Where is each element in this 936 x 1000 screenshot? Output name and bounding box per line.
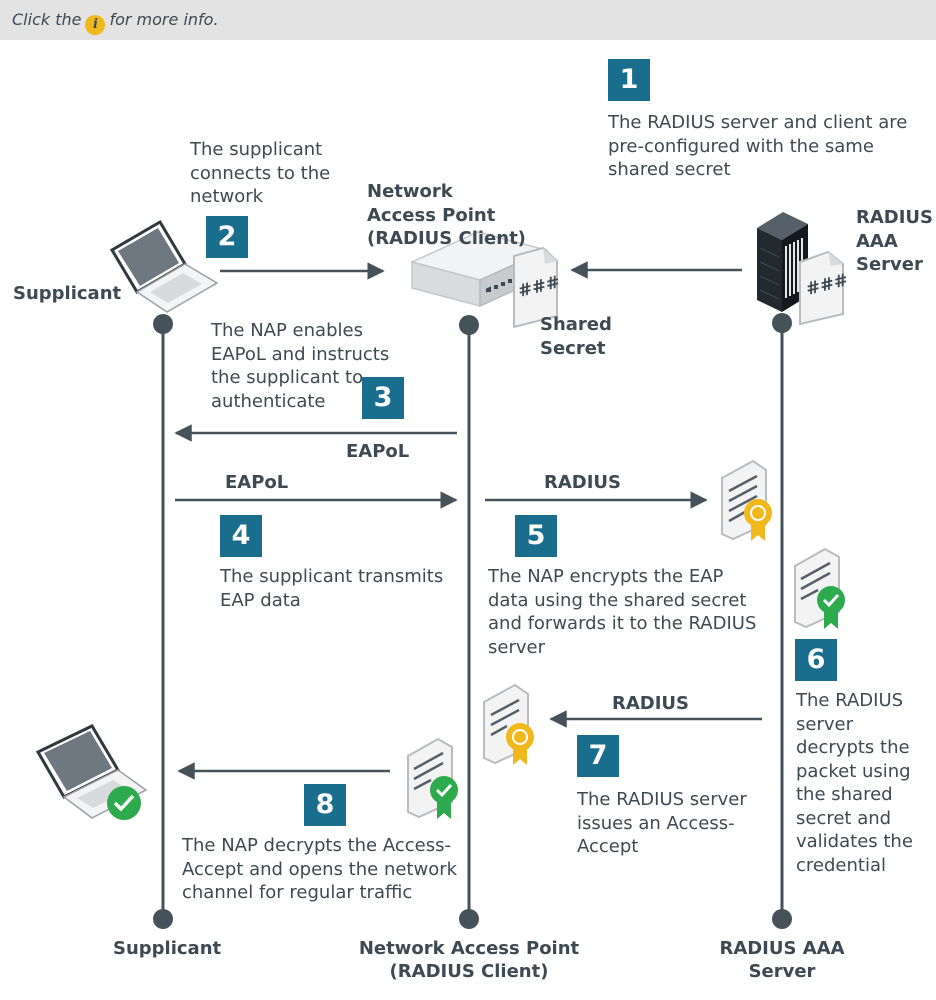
nap-label-top: Network Access Point (RADIUS Client) bbox=[367, 181, 526, 249]
hint-before: Click the bbox=[12, 10, 82, 29]
certificate-gold-icon bbox=[721, 459, 772, 541]
radius-server-label-bottom-1: RADIUS AAA bbox=[719, 938, 845, 959]
step-8-badge[interactable]: 8 bbox=[304, 784, 346, 826]
certificate-gold-icon-2 bbox=[483, 683, 534, 765]
message-eapol-step-4: EAPoL bbox=[225, 472, 289, 493]
lifeline-nap bbox=[459, 315, 479, 929]
supplicant-label-bottom: Supplicant bbox=[113, 938, 222, 959]
step-7-text: The RADIUS server issues an Access-Accep… bbox=[577, 789, 747, 857]
laptop-icon bbox=[109, 219, 219, 313]
hint-after: for more info. bbox=[109, 10, 219, 29]
message-radius-step-7: RADIUS bbox=[612, 693, 690, 714]
step-5-text: The NAP encrypts the EAP data using the … bbox=[488, 566, 757, 658]
supplicant-label-top: Supplicant bbox=[13, 283, 122, 304]
step-7-badge[interactable]: 7 bbox=[577, 735, 619, 777]
step-2-badge[interactable]: 2 bbox=[206, 216, 248, 258]
step-2-text: The supplicant connects to the network bbox=[190, 139, 331, 207]
certificate-green-icon-2 bbox=[407, 737, 458, 819]
step-3-text: The NAP enables EAPoL and instructs the … bbox=[211, 320, 390, 412]
step-1-text: The RADIUS server and client are pre-con… bbox=[608, 112, 908, 180]
step-4-badge[interactable]: 4 bbox=[220, 515, 262, 557]
step-3-badge[interactable]: 3 bbox=[362, 377, 404, 419]
connected-laptop-icon bbox=[35, 724, 148, 820]
radius-server-label-bottom-2: Server bbox=[748, 961, 816, 982]
certificate-green-icon bbox=[794, 547, 845, 629]
radius-server-label-top: RADIUS AAA Server bbox=[856, 207, 934, 275]
step-6-badge[interactable]: 6 bbox=[795, 639, 837, 681]
nap-label-bottom-2: (RADIUS Client) bbox=[389, 961, 549, 982]
step-8-text: The NAP decrypts the Access-Accept and o… bbox=[182, 835, 458, 903]
shared-secret-document-icon bbox=[513, 246, 558, 329]
server-secret-document-icon bbox=[799, 250, 844, 326]
info-icon[interactable]: i bbox=[85, 15, 106, 35]
step-5-badge[interactable]: 5 bbox=[515, 515, 557, 557]
nap-label-bottom-1: Network Access Point bbox=[358, 938, 580, 959]
lifeline-supplicant bbox=[153, 314, 173, 929]
step-4-text: The supplicant transmits EAP data bbox=[220, 566, 444, 611]
step-6-text: The RADIUS server decrypts the packet us… bbox=[796, 690, 913, 876]
message-radius-step-5: RADIUS bbox=[544, 472, 622, 493]
message-eapol-step-3: EAPoL bbox=[346, 441, 410, 462]
lifeline-radius-server bbox=[772, 313, 792, 929]
shared-secret-label: Shared Secret bbox=[540, 314, 612, 359]
step-1-badge[interactable]: 1 bbox=[608, 59, 650, 101]
